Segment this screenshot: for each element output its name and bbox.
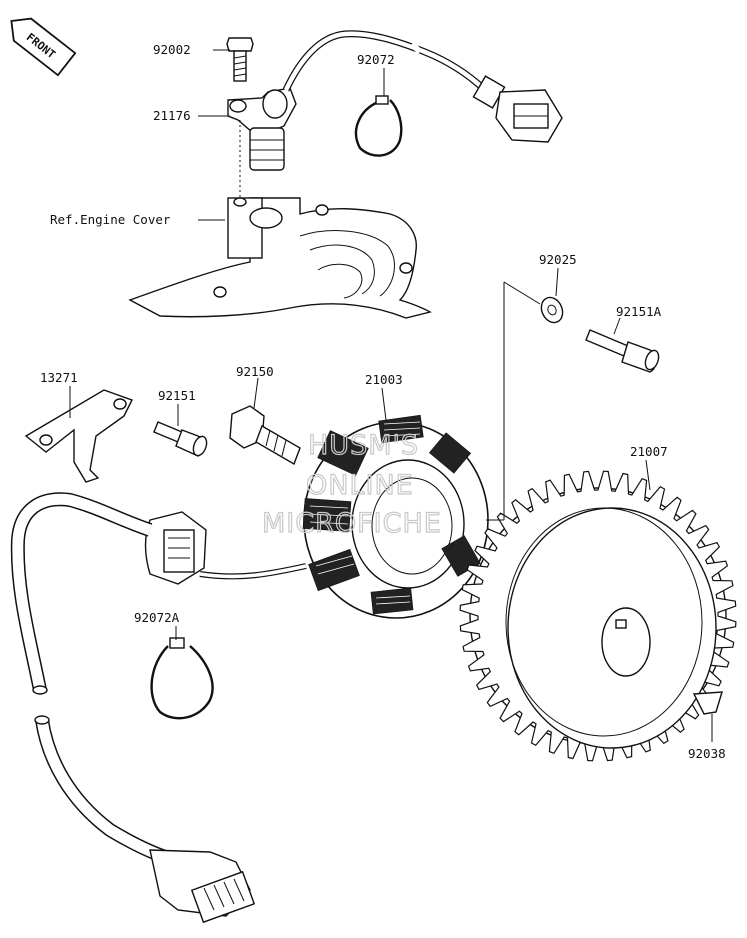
callout-ref-engine-cover: Ref.Engine Cover (50, 212, 171, 227)
watermark-line-3: MICROFICHE (262, 508, 442, 539)
bolt-92151A (585, 329, 660, 373)
flywheel-21007 (459, 470, 737, 762)
callout-92151A: 92151A (616, 304, 662, 319)
callout-92072A: 92072A (134, 610, 180, 625)
engine-cover-ref (128, 197, 432, 319)
callout-92025: 92025 (539, 252, 577, 267)
clamp-92072 (354, 95, 403, 157)
stator-wire-harness (10, 492, 307, 924)
callout-92038: 92038 (688, 746, 726, 761)
callout-13271: 13271 (40, 370, 78, 385)
callout-21003: 21003 (365, 372, 403, 387)
watermark: HUSM'S ONLINE MICROFICHE (261, 429, 442, 539)
key-92038 (692, 691, 723, 715)
sensor-21176 (227, 30, 488, 171)
callout-21176: 21176 (153, 108, 191, 123)
watermark-line-2: ONLINE (306, 470, 414, 501)
leader-lines (69, 49, 713, 742)
bolt-92002 (226, 37, 254, 82)
bracket-13271 (24, 389, 133, 483)
callout-labels: 92002 92072 21176 Ref.Engine Cover 92025… (40, 42, 726, 761)
watermark-line-1: HUSM'S (308, 430, 419, 461)
washer-92025 (540, 296, 564, 324)
front-arrow-icon: FRONT (10, 17, 77, 77)
callout-21007: 21007 (630, 444, 668, 459)
callout-92072: 92072 (357, 52, 395, 67)
callout-92151: 92151 (158, 388, 196, 403)
clamp-92072A (150, 637, 214, 720)
stator-21003 (302, 414, 489, 619)
callout-92150: 92150 (236, 364, 274, 379)
callout-92002: 92002 (153, 42, 191, 57)
bolt-92150 (229, 405, 301, 466)
bolt-92151 (153, 421, 208, 457)
sensor-connector (472, 75, 563, 143)
